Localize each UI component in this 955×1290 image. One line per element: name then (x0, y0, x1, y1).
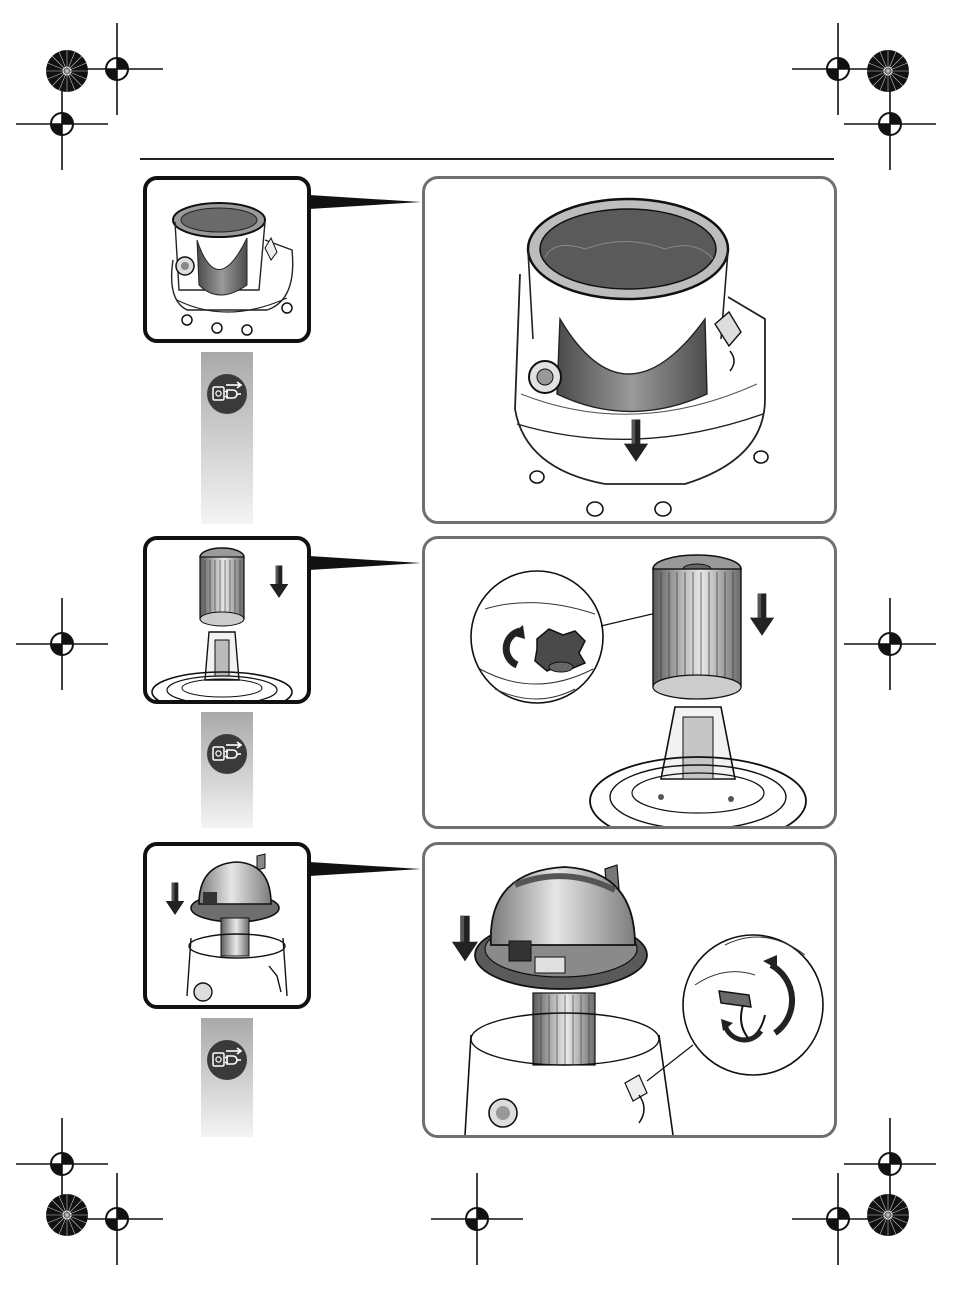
radial-target-top-left (45, 49, 89, 93)
step-1-instruction-strip (201, 352, 253, 524)
step-2-thumbnail (143, 536, 311, 704)
registration-mark-mid-left (12, 594, 112, 694)
motor-head-placement-illustration (147, 846, 307, 1005)
radial-target-bottom-left (45, 1193, 89, 1237)
motor-head-detail (425, 845, 834, 1135)
arrow-down-icon (166, 882, 185, 915)
radial-target-bottom-right (866, 1193, 910, 1237)
unplug-mains-icon (206, 733, 248, 775)
container-with-bag-illustration (147, 180, 307, 339)
filter-cartridge-detail (425, 539, 834, 826)
clip-callout (683, 935, 823, 1075)
step-3-instruction-strip (201, 1018, 253, 1137)
step-1-pointer (309, 192, 421, 212)
step-3-detail-panel (422, 842, 837, 1138)
step-1-detail-panel (422, 176, 837, 524)
registration-mark-bottom-center (427, 1169, 527, 1269)
arrow-down-icon (750, 593, 774, 635)
step-2-detail-panel (422, 536, 837, 829)
header-rule (140, 158, 834, 160)
step-2-instruction-strip (201, 712, 253, 828)
step-1-thumbnail (143, 176, 311, 343)
container-with-bag-detail (425, 179, 834, 521)
knob-callout (471, 571, 665, 703)
step-2-pointer (309, 553, 421, 573)
step-3-thumbnail (143, 842, 311, 1009)
registration-mark-mid-right (840, 594, 940, 694)
step-3-pointer (309, 859, 421, 879)
arrow-down-icon (624, 419, 648, 461)
unplug-mains-icon (206, 1039, 248, 1081)
radial-target-top-right (866, 49, 910, 93)
unplug-mains-icon (206, 373, 248, 415)
filter-cartridge-mount-illustration (147, 540, 307, 700)
arrow-down-icon (270, 565, 289, 598)
